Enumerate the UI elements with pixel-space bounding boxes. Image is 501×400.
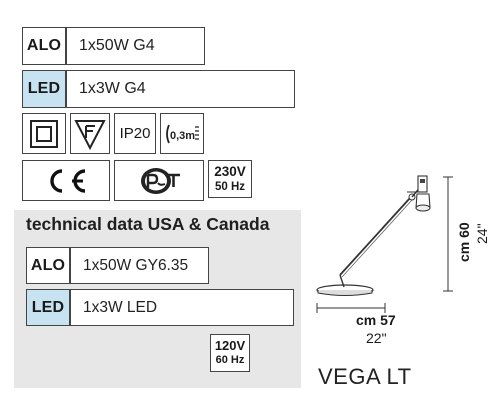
- min-distance-icon: 0,3m: [160, 113, 204, 154]
- pct-mark-icon: [114, 160, 204, 201]
- lamp-drawing: [316, 175, 431, 296]
- ip-rating-label: IP20: [119, 125, 151, 142]
- voltage-badge-usa: 120V 60 Hz: [210, 334, 250, 372]
- usa-alo-tag: ALO: [26, 247, 70, 284]
- voltage-main: 230V: [214, 164, 246, 179]
- led-value: 1x3W G4: [66, 70, 295, 108]
- frequency-usa: 60 Hz: [215, 354, 245, 366]
- frequency-main: 50 Hz: [214, 180, 246, 193]
- double-insulation-icon: [22, 113, 66, 154]
- width-dimension-line: [316, 303, 386, 313]
- height-cm: cm 60: [456, 222, 472, 262]
- ce-mark-icon: [22, 160, 110, 201]
- product-name: VEGA LT: [318, 364, 412, 389]
- height-dimension-line: [443, 176, 453, 292]
- voltage-badge-main: 230V 50 Hz: [208, 160, 252, 198]
- ip20-icon: IP20: [114, 113, 156, 154]
- led-tag: LED: [22, 70, 66, 108]
- usa-alo-value: 1x50W GY6.35: [70, 247, 209, 284]
- width-in: 22": [366, 330, 387, 346]
- usa-canada-title: technical data USA & Canada: [26, 214, 270, 234]
- usa-led-tag: LED: [26, 289, 70, 326]
- min-distance-label: 0,3m: [170, 130, 195, 142]
- width-cm: cm 57: [356, 312, 396, 328]
- voltage-usa: 120V: [214, 338, 246, 353]
- height-in: 24": [474, 223, 490, 244]
- f-mark-icon: [70, 113, 110, 154]
- alo-value: 1x50W G4: [66, 27, 205, 65]
- usa-led-value: 1x3W LED: [70, 289, 294, 326]
- alo-tag: ALO: [22, 27, 66, 65]
